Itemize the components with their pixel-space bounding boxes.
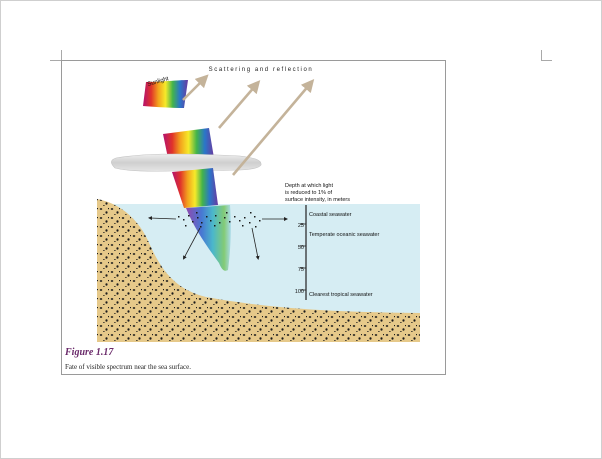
figure-number: Figure 1.17	[65, 347, 114, 358]
crop-mark-top-left-vertical	[61, 50, 62, 61]
crop-mark-top-right-vertical	[541, 50, 542, 61]
spectrum-above-water	[172, 168, 218, 208]
reflection-arrow-1	[182, 74, 209, 101]
sea-floor-sand	[97, 199, 420, 342]
crop-mark-top-right-horizontal	[541, 60, 552, 61]
reflection-arrow-2	[218, 80, 261, 129]
scattering-particles	[178, 212, 261, 228]
scatter-arrow-down-left	[183, 227, 201, 260]
diagram-title: Scattering and reflection	[209, 67, 314, 73]
sunlight-label: Sunlight	[147, 76, 170, 88]
depth-tick-label-100: 100	[295, 289, 304, 295]
reflection-arrow-3	[232, 79, 315, 176]
sunlight-spectrum-band	[143, 80, 188, 108]
crop-mark-top-left-horizontal	[50, 60, 62, 61]
temperate-seawater-label: Temperate oceanic seawater	[309, 232, 379, 238]
depth-header-line-2: is reduced to 1% of	[285, 190, 333, 196]
cloud-layer	[111, 153, 262, 172]
depth-tick-label-75: 75	[298, 267, 304, 273]
depth-header-line-3: surface intensity, in meters	[285, 197, 350, 203]
spectrum-underwater	[186, 205, 231, 271]
depth-header-line-1: Depth at which light	[285, 183, 333, 189]
coastal-seawater-label: Coastal seawater	[309, 212, 352, 218]
depth-tick-label-50: 50	[298, 245, 304, 251]
figure-caption: Fate of visible spectrum near the sea su…	[65, 363, 191, 371]
tropical-seawater-label: Clearest tropical seawater	[309, 292, 373, 298]
scatter-arrow-left	[148, 216, 177, 221]
scatter-arrow-down-right	[251, 227, 260, 260]
depth-tick-label-25: 25	[298, 223, 304, 229]
